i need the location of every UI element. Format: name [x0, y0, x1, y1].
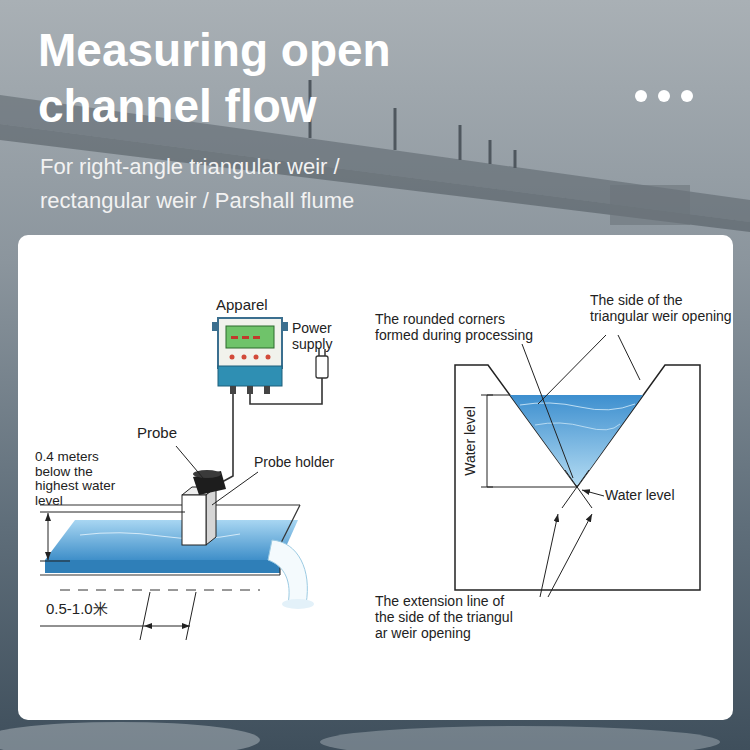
lamp-post	[394, 108, 397, 150]
extension-line	[140, 592, 150, 640]
cable-gland	[264, 386, 270, 394]
bridge-shadow	[0, 124, 750, 232]
holder-label: Probe holder	[254, 454, 334, 471]
display-mark	[242, 336, 249, 339]
weir-plate	[455, 365, 700, 590]
power-plug	[316, 356, 328, 378]
power-cable	[250, 378, 322, 404]
weir-water	[510, 395, 643, 486]
channel-edge	[40, 574, 280, 575]
device-button	[242, 355, 247, 360]
device-button	[230, 355, 235, 360]
dimension-line	[40, 626, 144, 627]
level-line	[487, 487, 577, 488]
leader-line	[618, 335, 640, 380]
water-ripple	[535, 423, 620, 430]
leader-line	[538, 335, 606, 404]
holder-side	[206, 487, 216, 545]
channel-edge	[280, 505, 300, 545]
cable-gland	[247, 386, 253, 394]
highest-level-line	[40, 512, 185, 513]
water-level-label: Water level	[605, 487, 675, 504]
callout-label: The extension line of the side of the tr…	[375, 593, 520, 641]
callout-label: The rounded corners formed during proces…	[375, 311, 540, 343]
device-display	[226, 326, 274, 348]
dimension-label: 0.5-1.0米	[46, 600, 108, 618]
probe-holder	[182, 495, 206, 545]
water-foam	[0, 722, 260, 750]
water-splash	[282, 599, 314, 609]
water-ripple	[520, 403, 635, 410]
water-surface	[45, 520, 298, 560]
device-base	[218, 366, 282, 386]
probe-cable	[222, 394, 233, 482]
dimension-line	[487, 395, 488, 487]
subtitle: For right-angle triangular weir / rectan…	[40, 150, 440, 218]
water-level-label: Water level	[462, 406, 479, 476]
leader-arrow	[540, 514, 558, 597]
device-label: Apparel	[216, 296, 268, 314]
channel-wall-top	[40, 504, 300, 505]
leader-line	[522, 344, 573, 478]
water-foam	[320, 726, 720, 750]
probe	[193, 471, 226, 495]
device-body	[218, 318, 282, 368]
leader-arrow	[582, 490, 604, 496]
extension-line	[186, 592, 196, 640]
water-front	[45, 560, 280, 573]
dimension-line	[144, 626, 190, 627]
lamp-post	[489, 140, 492, 164]
dimension-note: 0.4 meters below the highest water level	[35, 450, 117, 508]
callout-label: The side of the triangular weir opening	[590, 292, 740, 324]
menu-dot	[681, 90, 693, 102]
device-button	[266, 355, 271, 360]
dimension-line	[48, 513, 49, 560]
extension-line	[565, 470, 592, 508]
leader-line	[212, 472, 258, 505]
cable-gland	[230, 386, 236, 394]
waterfall	[268, 540, 307, 604]
extension-line	[562, 470, 589, 508]
device-button	[254, 355, 259, 360]
lamp-post	[459, 125, 462, 160]
display-mark	[231, 336, 238, 339]
menu-dot	[635, 90, 647, 102]
display-mark	[253, 336, 260, 339]
leader-line	[176, 446, 203, 478]
power-label: Power supply	[292, 320, 354, 352]
lamp-post	[514, 150, 517, 168]
probe-label: Probe	[137, 424, 177, 442]
leader-arrow	[548, 514, 592, 597]
channel-centerline	[60, 590, 260, 591]
page-title: Measuring open channel flow	[38, 22, 418, 134]
menu-dot	[658, 90, 670, 102]
dimension-tick	[40, 561, 70, 562]
dam-building	[610, 185, 690, 225]
